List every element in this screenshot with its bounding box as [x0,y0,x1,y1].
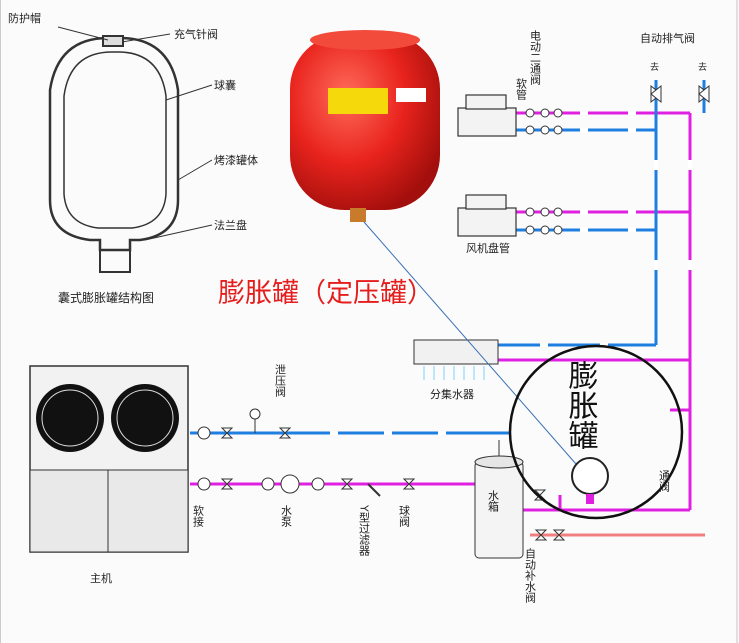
structure-leader-lines [57,26,213,241]
label-soft-pipe-top: 软管 [515,77,528,101]
zoom-circle [508,344,684,520]
water-tank [474,440,524,559]
vent-symbol-1: 去 [650,61,659,73]
inline-components [197,408,566,541]
return-piping [190,111,692,512]
label-body: 烤漆罐体 [214,153,258,167]
label-auto-fill: 自动补水阀 [524,548,537,604]
label-fan-coil: 风机盘管 [466,241,510,255]
vent-symbol-2: 去 [698,61,707,73]
auto-vent-valves [650,84,710,104]
pipe-break-gaps [330,111,692,435]
tank-title: 膨胀罐（定压罐） [218,278,434,309]
zoom-tank-symbol [571,457,609,495]
fan-coil-valves [525,108,563,235]
bladder-tank-structure [48,35,180,273]
zoom-tank-connection [586,494,594,504]
label-relief-valve: 泄压阀 [274,364,287,398]
zoom-label: 膨胀罐 [563,360,599,450]
fan-coil-2 [457,194,517,237]
manifold-unit [413,339,499,380]
label-water-tank: 水箱 [487,490,500,513]
supply-piping [190,80,706,435]
red-tank-image [290,30,440,222]
label-bladder: 球囊 [214,78,236,92]
y-filter-symbol [367,483,381,497]
label-host: 主机 [90,571,112,585]
label-ball-valve: 球阀 [398,504,411,528]
label-pump: 水泵 [280,505,293,527]
label-y-filter: Y型过滤器 [358,504,371,556]
label-valve: 充气针阀 [174,27,218,41]
label-manifold: 分集水器 [430,387,474,401]
label-soft-joint: 软接 [192,504,205,528]
label-flange: 法兰盘 [214,218,247,232]
label-cap: 防护帽 [8,11,41,25]
host-unit [29,365,189,553]
label-struct-title: 囊式膨胀罐结构图 [58,290,154,305]
fan-coil-1 [457,94,517,137]
label-partial-valve: 通阀 [658,470,671,493]
label-two-way-valve: 电动二通阀 [529,30,542,86]
label-auto-vent: 自动排气阀 [640,31,695,45]
zoom-leader-line [363,221,591,481]
